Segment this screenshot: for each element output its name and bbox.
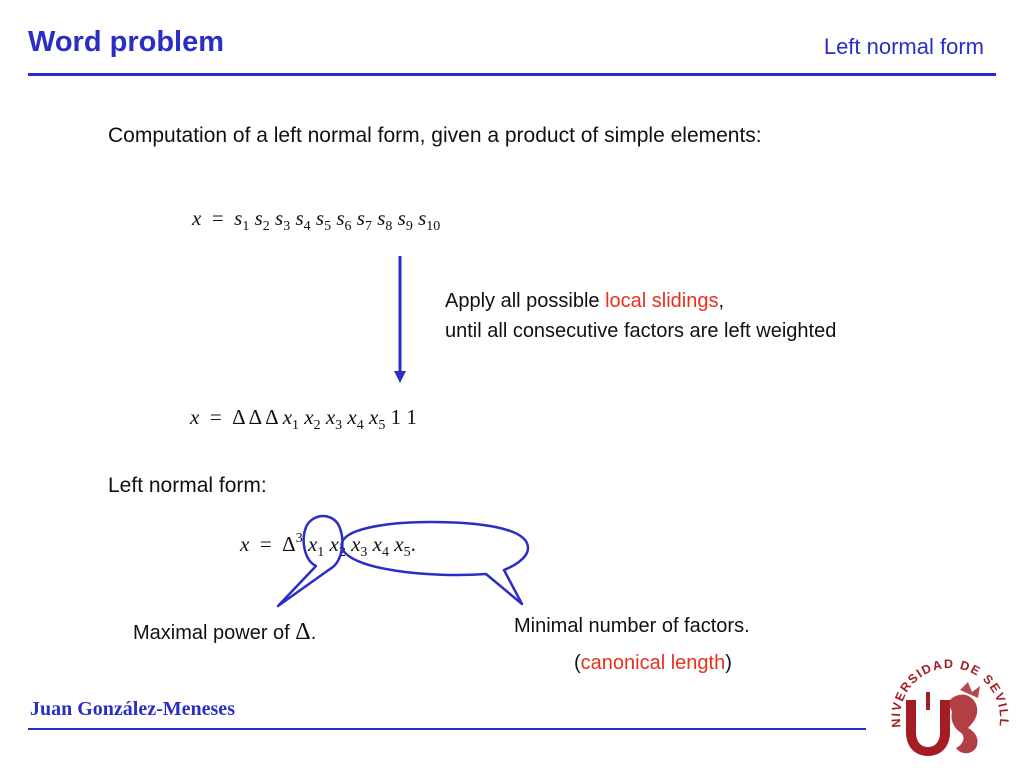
eq1-lhs: x bbox=[192, 206, 202, 230]
section-title: Left normal form bbox=[823, 34, 984, 59]
eq1-factor: s10 bbox=[418, 206, 441, 234]
author-name: Juan González-Meneses bbox=[30, 698, 235, 720]
max-power-annotation: Maximal power of Δ. bbox=[133, 619, 317, 645]
equation-left-normal-form: x = Δ3 x1 x2 x3 x4 x5. bbox=[240, 531, 416, 560]
eq3-factor: x5 bbox=[394, 532, 411, 560]
eq3-factor: x1 bbox=[307, 532, 325, 560]
university-seal-logo: UNIVERSIDAD DE SEVILLA bbox=[880, 640, 1010, 756]
header-rule bbox=[28, 73, 996, 76]
down-arrow-icon bbox=[394, 256, 406, 383]
eq2-lhs: x bbox=[190, 405, 200, 429]
eq2-factor: x3 bbox=[325, 405, 343, 433]
eq1-factor: s1 bbox=[234, 206, 250, 234]
equation-after-slidings: x = Δ Δ Δ x1 x2 x3 x4 x5 1 1 bbox=[190, 405, 417, 433]
sliding-note: Apply all possible local slidings, until… bbox=[445, 286, 836, 346]
eq1-equals: = bbox=[211, 206, 224, 230]
eq1-factor: s6 bbox=[336, 206, 352, 234]
canonical-length-highlight: canonical length bbox=[580, 652, 726, 674]
eq3-delta-power: Δ3 bbox=[282, 531, 303, 557]
eq3-end-punct: . bbox=[410, 532, 416, 556]
canonical-length-annotation: (canonical length) bbox=[574, 652, 732, 674]
intro-text: Computation of a left normal form, given… bbox=[108, 124, 762, 147]
eq2-delta: Δ bbox=[232, 405, 245, 429]
eq2-delta: Δ bbox=[265, 405, 278, 429]
eq1-factor: s4 bbox=[295, 206, 311, 234]
eq1-factor: s9 bbox=[397, 206, 413, 234]
eq2-factor: x2 bbox=[304, 405, 321, 433]
eq2-delta: Δ bbox=[248, 405, 261, 429]
sliding-note-line1: Apply all possible local slidings, bbox=[445, 290, 725, 312]
max-power-delta: Δ bbox=[295, 619, 311, 645]
eq3-lhs: x bbox=[240, 532, 250, 556]
delta-callout-bubble bbox=[276, 514, 344, 608]
eq2-factor: x1 bbox=[282, 405, 300, 433]
eq2-factor: x5 bbox=[369, 405, 386, 433]
factors-callout-bubble bbox=[340, 520, 530, 606]
local-slidings-highlight: local slidings bbox=[605, 290, 719, 312]
equation-product-simple: x = s1 s2 s3 s4 s5 s6 s7 s8 s9 s10 bbox=[192, 206, 441, 234]
eq3-equals: = bbox=[259, 532, 272, 556]
eq2-factor: x4 bbox=[347, 405, 364, 433]
left-normal-form-label: Left normal form: bbox=[108, 474, 267, 497]
slide-title: Word problem bbox=[28, 26, 225, 58]
eq3-factor: x4 bbox=[372, 532, 389, 560]
footer-rule bbox=[28, 728, 866, 730]
eq1-factor: s7 bbox=[356, 206, 372, 234]
eq1-factor: s8 bbox=[377, 206, 393, 234]
min-factors-annotation: Minimal number of factors. bbox=[514, 615, 750, 637]
eq1-factor: s3 bbox=[275, 206, 291, 234]
eq2-trailing-one: 1 bbox=[406, 405, 417, 429]
eq1-factor: s5 bbox=[315, 206, 332, 234]
eq3-factor: x3 bbox=[351, 532, 368, 560]
sliding-note-line2: until all consecutive factors are left w… bbox=[445, 320, 837, 342]
eq1-factor: s2 bbox=[254, 206, 270, 234]
eq2-trailing-one: 1 bbox=[390, 405, 402, 429]
seal-monogram-icon bbox=[906, 682, 980, 756]
eq2-equals: = bbox=[209, 405, 222, 429]
